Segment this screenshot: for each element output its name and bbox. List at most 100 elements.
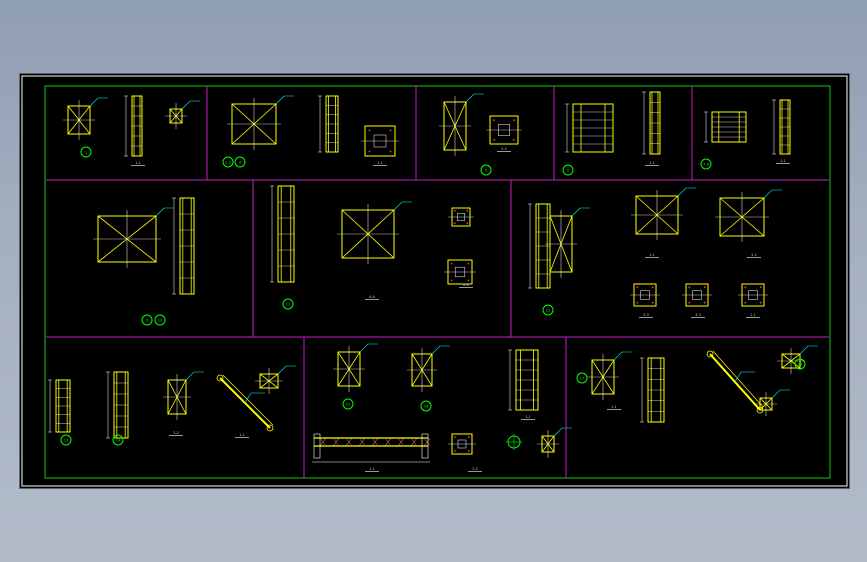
tee-joint	[333, 343, 378, 392]
roof-truss-node	[715, 189, 782, 242]
section-marker-label: 11	[286, 302, 291, 306]
leader-line	[244, 392, 265, 404]
base-plate-detail	[93, 207, 174, 268]
bolt-hole	[512, 138, 515, 141]
bolted-plate	[444, 259, 476, 285]
bolt-hole	[389, 150, 392, 153]
bolt-hole	[454, 436, 456, 438]
leader-line	[553, 427, 572, 437]
bolt-hole	[651, 286, 654, 289]
section-title-label: 1-1	[377, 161, 383, 165]
bolt-hole	[493, 119, 496, 122]
column-elevation	[48, 379, 71, 433]
bolt-hole	[636, 301, 639, 304]
section-title: 2-2	[468, 467, 482, 472]
section-marker: 4	[234, 156, 246, 168]
bolt-hole	[454, 450, 456, 452]
section-marker: 10	[154, 314, 166, 326]
knee-brace-node	[439, 93, 484, 156]
outer-border	[21, 75, 848, 487]
bolt-head-detail	[537, 427, 572, 458]
section-marker-label: 18	[798, 362, 803, 366]
beam-column-joint	[63, 97, 108, 140]
bolt-hole	[368, 129, 371, 132]
section-marker-label: 6	[567, 168, 570, 172]
column-elevation	[172, 197, 195, 295]
section-title-label: A-A	[369, 295, 375, 299]
section-title: 2-2	[747, 253, 761, 258]
leader-line	[431, 345, 450, 355]
section-title: 1-1	[521, 415, 535, 420]
tee-joint	[407, 345, 450, 392]
section-marker: 13	[60, 434, 72, 446]
section-title: 2-2	[497, 147, 511, 152]
section-title: 2-2	[169, 431, 183, 436]
section-marker-label: 13	[64, 438, 69, 442]
section-title-label: 3-3	[695, 313, 701, 317]
leader-line	[465, 93, 484, 103]
bolt-hole	[389, 129, 392, 132]
round-bolt-detail	[506, 434, 522, 450]
bolted-splice-plate	[361, 125, 399, 157]
bolted-plate	[682, 283, 712, 307]
bolt-hole	[453, 209, 456, 212]
bolt-hole	[467, 262, 470, 265]
leader-line	[677, 187, 696, 197]
bracket-detail	[165, 100, 200, 129]
section-title-label: 3-3	[643, 313, 649, 317]
gusset-plate	[755, 389, 790, 416]
bolt-hole	[453, 222, 456, 225]
section-title-label: B-B	[463, 283, 469, 287]
section-title: 1-1	[365, 467, 379, 472]
gusset-plate	[255, 365, 296, 394]
section-title-label: 2-2	[501, 147, 507, 151]
bolt-hole	[703, 286, 706, 289]
section-marker-label: 14	[116, 438, 121, 442]
bolt-hole	[688, 301, 691, 304]
section-marker: 17	[576, 372, 588, 384]
column-elevation	[640, 357, 665, 423]
section-title: 1-1	[373, 161, 387, 166]
bolt-hole	[651, 301, 654, 304]
section-marker-label: 9	[146, 318, 149, 322]
section-title-label: 1-1	[649, 253, 655, 257]
section-marker-label: 7 8	[703, 162, 709, 166]
section-title: B-B	[459, 283, 473, 288]
section-title: 1-1	[607, 405, 621, 410]
section-title: 3-3	[639, 313, 653, 318]
column-elevation	[528, 203, 551, 289]
bracket-detail	[163, 371, 204, 420]
bolt-hole	[512, 119, 515, 122]
section-title-label: 2-2	[173, 431, 179, 435]
bolted-plate	[630, 283, 660, 307]
bolted-plate	[448, 207, 474, 227]
title-frame	[44, 85, 831, 479]
leader-line	[155, 207, 174, 217]
panel-dividers	[46, 86, 829, 478]
section-title: 1-1	[131, 161, 145, 166]
section-title: 1-1	[645, 161, 659, 166]
bolt-hole	[368, 150, 371, 153]
leader-line	[277, 365, 296, 375]
section-title-label: 2-2	[472, 467, 478, 471]
bolt-hole	[450, 262, 453, 265]
section-marker: 14	[112, 434, 124, 446]
section-title-label: 1-1	[649, 161, 655, 165]
section-marker-label: 1	[85, 150, 87, 154]
section-marker: 9	[141, 314, 153, 326]
leader-line	[181, 100, 200, 110]
section-title: 1-1	[235, 433, 249, 438]
bolted-plate	[486, 115, 522, 145]
leader-line	[613, 351, 632, 361]
truss-girder-elevation	[312, 433, 431, 463]
bolt-hole	[450, 279, 453, 282]
section-title: 3-3	[691, 313, 705, 318]
leader-line	[275, 95, 294, 105]
bolt-hole	[466, 222, 469, 225]
section-title: A-A	[365, 295, 379, 300]
section-title: 1-1	[776, 159, 790, 164]
bolt-hole	[759, 286, 762, 289]
